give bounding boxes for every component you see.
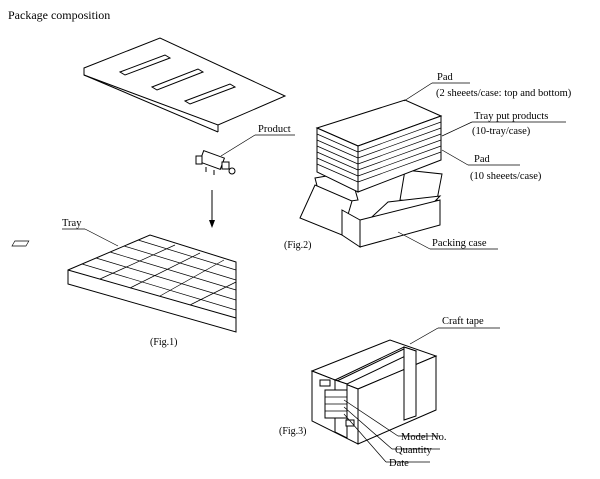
sealed-carton [310, 339, 438, 445]
pad-label: Pad [474, 154, 491, 165]
product-label: Product [258, 124, 291, 135]
pad-detail: (10 sheeets/case) [470, 171, 542, 182]
packing-case-label: Packing case [432, 238, 487, 249]
tray-label: Tray [62, 218, 82, 229]
date-label: Date [389, 458, 409, 469]
fig2-caption: (Fig.2) [284, 240, 312, 251]
fig1-tray-sheet-top [83, 37, 287, 133]
product-leader-line [220, 134, 256, 157]
craft-tape-label: Craft tape [442, 316, 484, 327]
model-no-label: Model No. [401, 432, 447, 443]
quantity-label: Quantity [395, 445, 432, 456]
tray-stack [315, 99, 443, 193]
product-icon [195, 149, 236, 175]
packing-case-open [299, 169, 443, 248]
pad-top-detail: (2 sheeets/case: top and bottom) [436, 88, 572, 99]
pad-top-label: Pad [437, 72, 454, 83]
tray-products-label: Tray put products [474, 111, 548, 122]
fig3-caption: (Fig.3) [279, 426, 307, 437]
tray-grid [11, 234, 237, 333]
page-title: Package composition [8, 8, 110, 22]
tray-products-detail: (10-tray/case) [472, 126, 531, 137]
tray-leader-line [84, 228, 119, 247]
down-arrow-icon [209, 190, 215, 228]
fig1-caption: (Fig.1) [150, 337, 178, 348]
